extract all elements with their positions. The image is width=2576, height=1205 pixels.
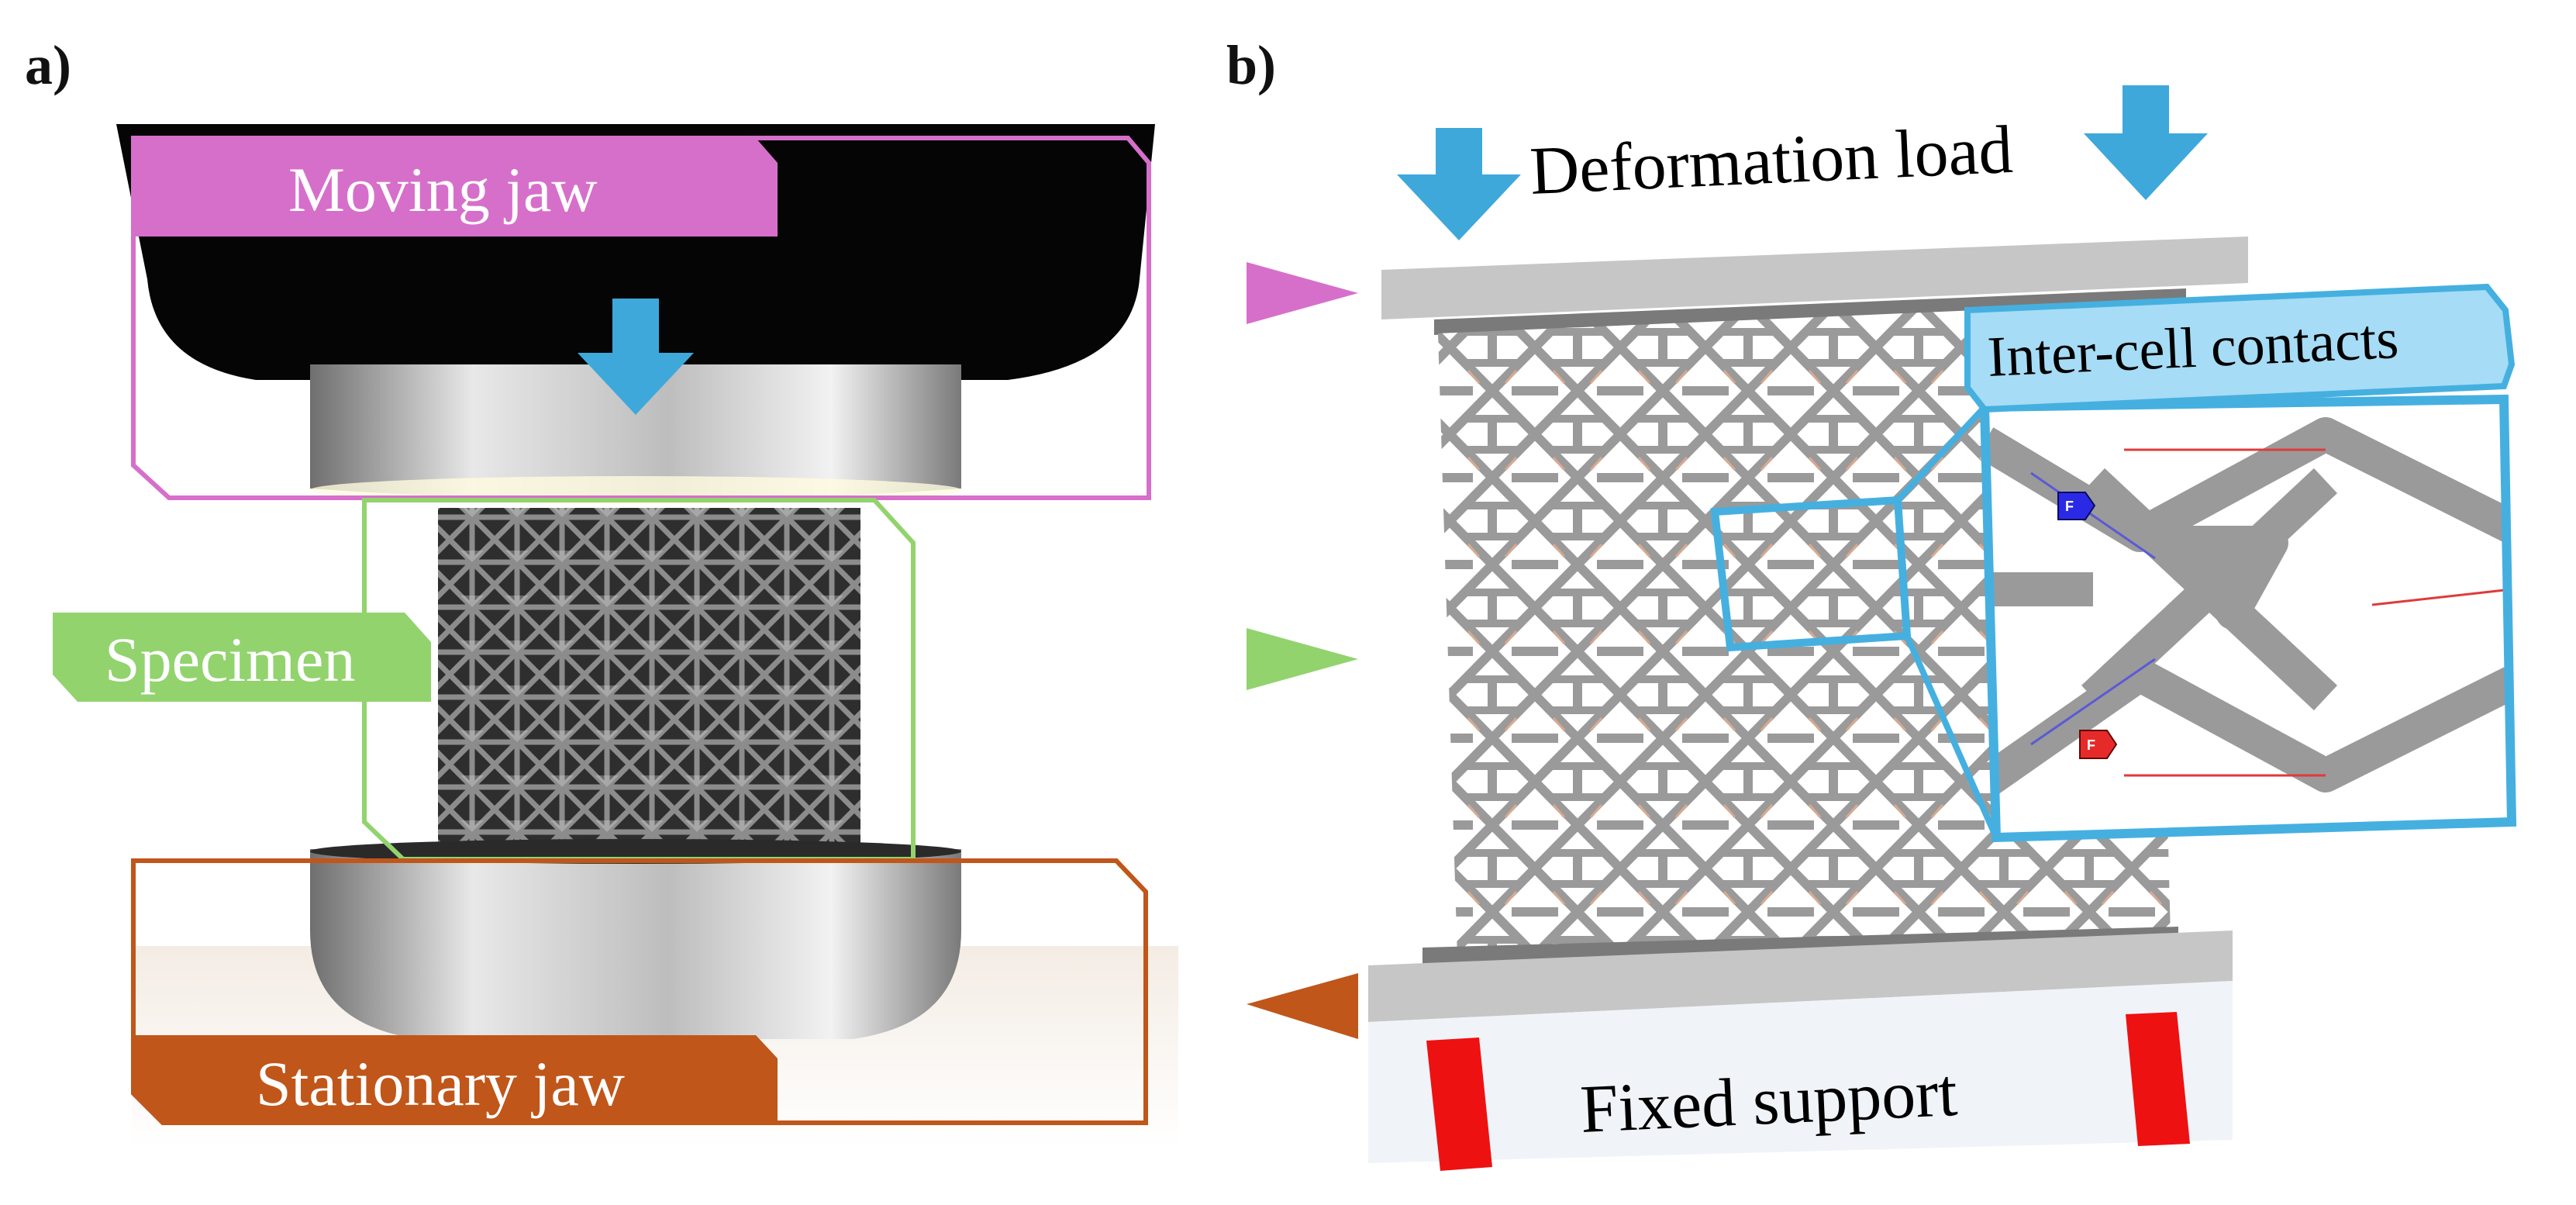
- panel-b: b) Deformation load Fixed support: [1226, 34, 2517, 1171]
- contact-marker-red-label: F: [2087, 737, 2095, 753]
- bottom-plate: [1368, 931, 2233, 1022]
- specimen-marker-icon: [1247, 628, 1358, 690]
- deformation-load-label: Deformation load: [1529, 112, 2015, 209]
- top-plate: [1381, 237, 2248, 319]
- panel-a-label: a): [25, 34, 71, 96]
- inter-cell-contacts-tag: Inter-cell contacts: [1964, 283, 2516, 413]
- panel-b-label: b): [1226, 34, 1276, 96]
- moving-jaw-outline: [131, 136, 1151, 500]
- contact-marker-blue-label: F: [2065, 499, 2074, 514]
- moving-jaw-tag: Moving jaw: [133, 138, 778, 237]
- zoom-connector-top: [1895, 405, 1987, 502]
- top-plate-marker-icon: [1247, 262, 1358, 324]
- fixed-support-right-icon: [2126, 1012, 2190, 1146]
- load-arrow-icon: [578, 299, 694, 415]
- zoom-connector-bottom: [1904, 634, 1999, 839]
- specimen-lattice: [438, 508, 860, 849]
- specimen-tag: Specimen: [53, 613, 431, 702]
- moving-jaw-cylinder: [310, 364, 961, 500]
- fixed-support-label: Fixed support: [1579, 1055, 1959, 1148]
- contact-marker-red-icon: F: [2079, 730, 2118, 759]
- contact-marker-blue-icon: F: [2057, 492, 2096, 520]
- moving-jaw-label: Moving jaw: [288, 154, 598, 225]
- load-arrow-left-icon: [1397, 128, 1521, 240]
- bottom-plate-marker-icon: [1247, 973, 1358, 1039]
- load-arrow-right-icon: [2084, 85, 2208, 200]
- inter-cell-contacts-inset: F F: [1979, 394, 2517, 843]
- floor-reflection: [1368, 981, 2233, 1163]
- stationary-jaw-label: Stationary jaw: [256, 1048, 625, 1119]
- fixed-support-left-icon: [1426, 1038, 1492, 1171]
- panel-a: a) Moving jaw Specimen: [25, 34, 1178, 1148]
- specimen-label: Specimen: [105, 624, 355, 695]
- stationary-jaw-tag: Stationary jaw: [133, 1035, 778, 1123]
- stationary-jaw-cylinder: [310, 849, 961, 1039]
